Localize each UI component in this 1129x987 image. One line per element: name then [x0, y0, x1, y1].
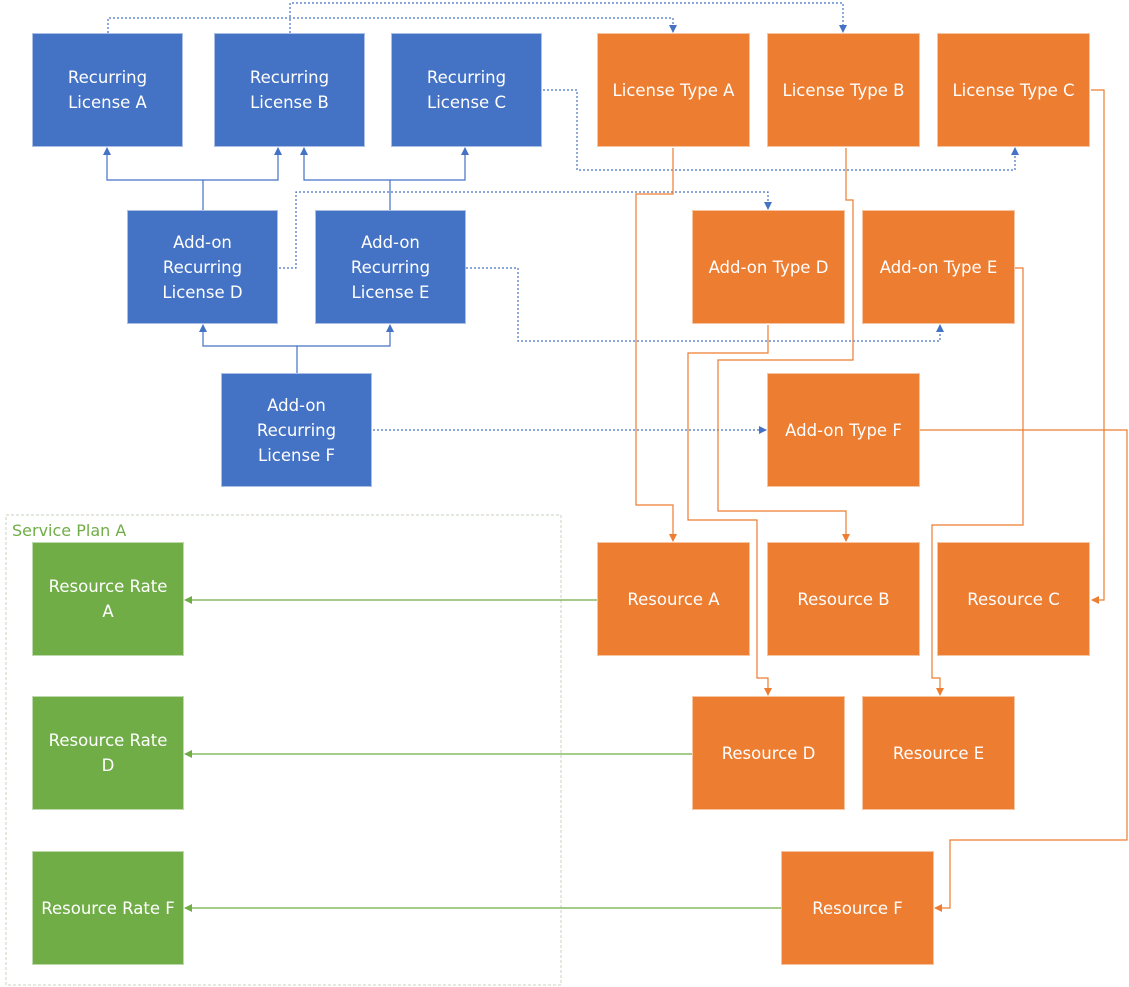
- node-label: Resource B: [797, 589, 890, 609]
- edge-type-c-to-resource-c: [1091, 89, 1105, 604]
- recurring-license-b[interactable]: Recurring License B: [214, 33, 365, 147]
- recurring-license-c[interactable]: Recurring License C: [391, 33, 542, 147]
- edge-addon-e-to-recurring-b: [300, 147, 391, 210]
- license-type-b[interactable]: License Type B: [767, 33, 920, 147]
- node-label: Resource C: [967, 589, 1060, 609]
- addon-type-d[interactable]: Add-on Type D: [692, 210, 845, 324]
- addon-type-e[interactable]: Add-on Type E: [862, 210, 1015, 324]
- recurring-license-a[interactable]: Recurring License A: [32, 33, 183, 147]
- node-label: Add-on Type F: [785, 420, 902, 440]
- resource-c[interactable]: Resource C: [937, 542, 1090, 656]
- node-label: Recurring License B: [249, 68, 330, 112]
- edge-type-a-to-resource-a: [635, 148, 677, 542]
- node-label: Add-on Recurring License D: [162, 232, 243, 302]
- node-label: Add-on Type E: [879, 257, 998, 277]
- map-addon-e-to-type-e: [466, 267, 944, 342]
- edge-type-e-to-resource-e: [931, 267, 1024, 696]
- node-label: Resource Rate F: [41, 898, 175, 918]
- resource-b[interactable]: Resource B: [767, 542, 920, 656]
- map-recurring-b-to-type-b: [289, 2, 847, 33]
- node-label: Resource Rate D: [48, 731, 168, 775]
- node-label: Resource Rate A: [48, 577, 168, 621]
- addon-recurring-license-e[interactable]: Add-on Recurring License E: [315, 210, 466, 324]
- edge-type-b-to-resource-b: [717, 148, 854, 542]
- resource-e[interactable]: Resource E: [862, 696, 1015, 810]
- edge-addon-f-to-addon-d: [199, 324, 298, 373]
- addon-recurring-license-f[interactable]: Add-on Recurring License F: [221, 373, 372, 487]
- node-label: Resource E: [892, 743, 985, 763]
- map-addon-d-to-type-d: [279, 191, 772, 269]
- license-type-c[interactable]: License Type C: [937, 33, 1090, 147]
- node-label: Resource F: [812, 898, 903, 918]
- addon-recurring-license-d[interactable]: Add-on Recurring License D: [127, 210, 278, 324]
- edge-addon-e-to-recurring-c: [390, 147, 469, 181]
- node-label: License Type A: [612, 80, 735, 100]
- node-label: Recurring License A: [67, 68, 148, 112]
- node-label: License Type C: [952, 80, 1075, 100]
- node-label: Recurring License C: [426, 68, 507, 112]
- edge-type-d-to-resource-d: [687, 325, 772, 696]
- node-label: License Type B: [782, 80, 905, 100]
- resource-rate-a[interactable]: Resource Rate A: [32, 542, 184, 656]
- node-label: Add-on Type D: [708, 257, 829, 277]
- license-type-a[interactable]: License Type A: [597, 33, 750, 147]
- node-label: Add-on Recurring License F: [256, 395, 337, 465]
- node-label: Resource A: [627, 589, 720, 609]
- edge-addon-d-to-recurring-a: [103, 147, 204, 210]
- resource-rate-f[interactable]: Resource Rate F: [32, 851, 184, 965]
- node-label: Resource D: [721, 743, 816, 763]
- map-recurring-a-to-type-a: [107, 17, 677, 33]
- map-recurring-c-to-type-c: [543, 89, 1019, 171]
- resource-f[interactable]: Resource F: [781, 851, 934, 965]
- edge-addon-f-to-addon-e: [297, 324, 394, 347]
- service-plan-label: Service Plan A: [12, 521, 127, 540]
- edge-addon-d-to-recurring-b: [203, 147, 282, 181]
- node-label: Add-on Recurring License E: [350, 232, 431, 302]
- resource-d[interactable]: Resource D: [692, 696, 845, 810]
- resource-rate-d[interactable]: Resource Rate D: [32, 696, 184, 810]
- addon-type-f[interactable]: Add-on Type F: [767, 373, 920, 487]
- edge-type-f-to-resource-f: [920, 429, 1128, 912]
- resource-a[interactable]: Resource A: [597, 542, 750, 656]
